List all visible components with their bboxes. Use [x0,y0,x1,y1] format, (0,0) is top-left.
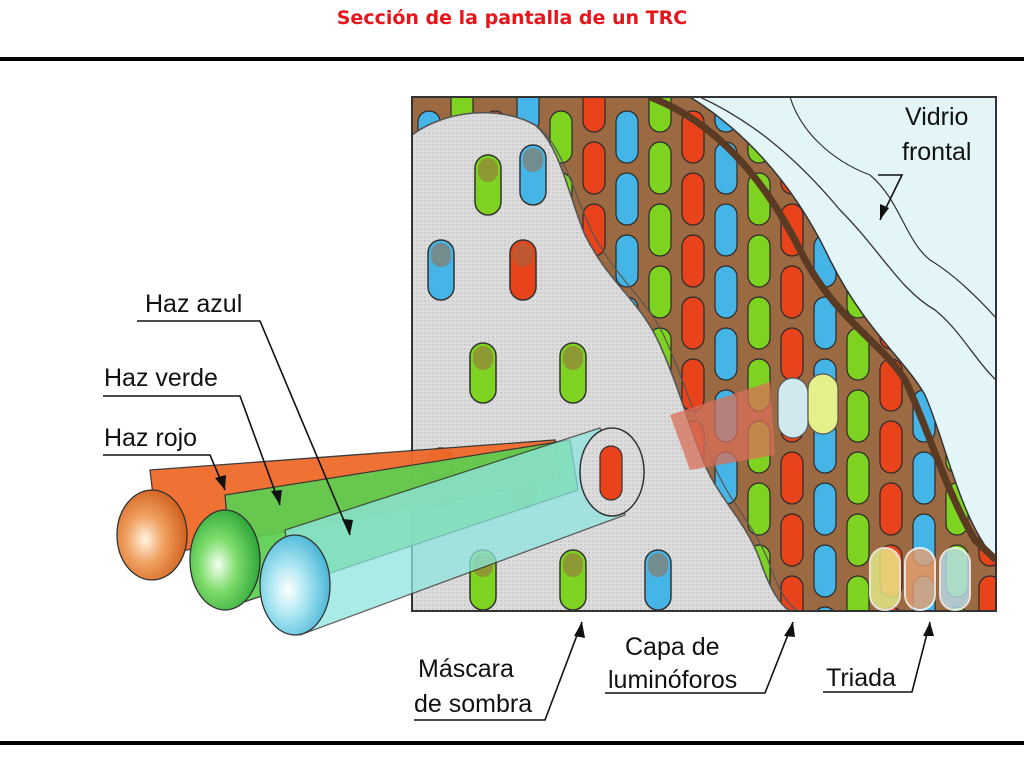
phosphor-stripe [681,296,705,350]
phosphor-stripe [714,265,738,319]
phosphor-stripe [582,97,606,133]
beam-red-end [116,489,188,581]
phosphor-stripe [912,451,936,505]
phosphor-stripe [681,358,705,412]
phosphor-stripe [1012,359,1024,411]
phosphor-stripe [978,575,996,611]
phosphor-stripe [1012,297,1024,349]
phosphor-stripe [813,296,837,350]
phosphor-stripe [1012,111,1024,163]
phosphor-stripe [747,234,771,288]
leader-arrowheads [215,204,934,638]
page-title: Sección de la pantalla de un TRC [336,7,688,29]
phosphor-stripe [780,451,804,505]
phosphor-stripe [879,420,903,474]
phosphor-stripe [648,141,672,195]
phosphor-stripe [815,606,835,611]
glass-edge-line-2 [789,97,996,319]
highlighted-triads [777,373,971,611]
phosphor-stripe [846,575,870,611]
mask-hole-shadow [473,346,493,370]
phosphor-stripe [780,265,804,319]
label-triada: Triada [826,664,896,692]
mask-hole-shadow [563,553,583,577]
bottom-rule [0,741,1024,745]
electron-beams [116,427,645,636]
label-vidrio-1: Vidrio [905,103,968,131]
phosphor-stripe [419,606,439,611]
phosphor-stripe [846,451,870,505]
glass-edge-line [699,97,996,381]
beam-blue-end [259,534,331,636]
phosphor-stripe [780,575,804,611]
phosphor-stripe [582,141,606,195]
phosphor-stripe [881,606,901,611]
mask-hole-shadow [648,553,668,577]
phosphor-stripe [549,110,573,164]
phosphor-stripe [879,482,903,536]
phosphor-stripe [551,606,571,611]
phosphor-stripe [1012,483,1024,535]
label-haz-azul: Haz azul [145,290,242,318]
phosphor-stripe [747,482,771,536]
mask-hole-shadow [431,243,451,267]
phosphor-stripe [846,389,870,443]
beam-green-end [189,509,261,611]
phosphor-stripe [1012,173,1024,225]
phosphor-stripe [485,606,505,611]
label-haz-verde: Haz verde [104,364,218,392]
phosphor-stripe [1012,545,1024,597]
label-capa-2: luminóforos [608,666,737,694]
phosphor-stripe [846,513,870,567]
phosphor-stripe [813,482,837,536]
transmitted-beam [670,382,775,470]
mask-hole-shadow [523,148,543,172]
phosphor-stripe [780,513,804,567]
screen-frame [411,96,997,612]
mask-hole-shadow [513,243,533,267]
phosphor-stripe [615,234,639,288]
label-mascara-1: Máscara [418,655,514,683]
phosphor-stripe [947,606,967,611]
shadow-mask-edge [534,124,799,611]
phosphor-stripe [714,327,738,381]
phosphor-stripe [749,606,769,611]
mask-hole-shadow [563,346,583,370]
phosphor-stripe [813,544,837,598]
phosphor-stripe [615,110,639,164]
phosphor-stripe [681,172,705,226]
phosphor-stripe [681,234,705,288]
phosphor-stripe [1012,235,1024,287]
phosphor-stripe [615,172,639,226]
label-mascara-2: de sombra [414,690,532,718]
phosphor-stripe [714,203,738,257]
label-capa-1: Capa de [625,633,720,661]
phosphor-layer-edge [648,97,996,563]
phosphor-stripe [747,296,771,350]
front-glass [688,97,996,562]
leader-lines [103,174,931,721]
phosphor-stripe [1012,421,1024,473]
mask-hole-shadow [478,158,498,182]
label-vidrio-2: frontal [902,138,971,166]
label-haz-rojo: Haz rojo [104,424,197,452]
phosphor-stripe [648,203,672,257]
phosphor-stripe [780,327,804,381]
phosphor-stripe [648,265,672,319]
top-rule [0,57,1024,61]
beam-hole [599,445,623,501]
phosphor-stripe [1012,607,1024,659]
